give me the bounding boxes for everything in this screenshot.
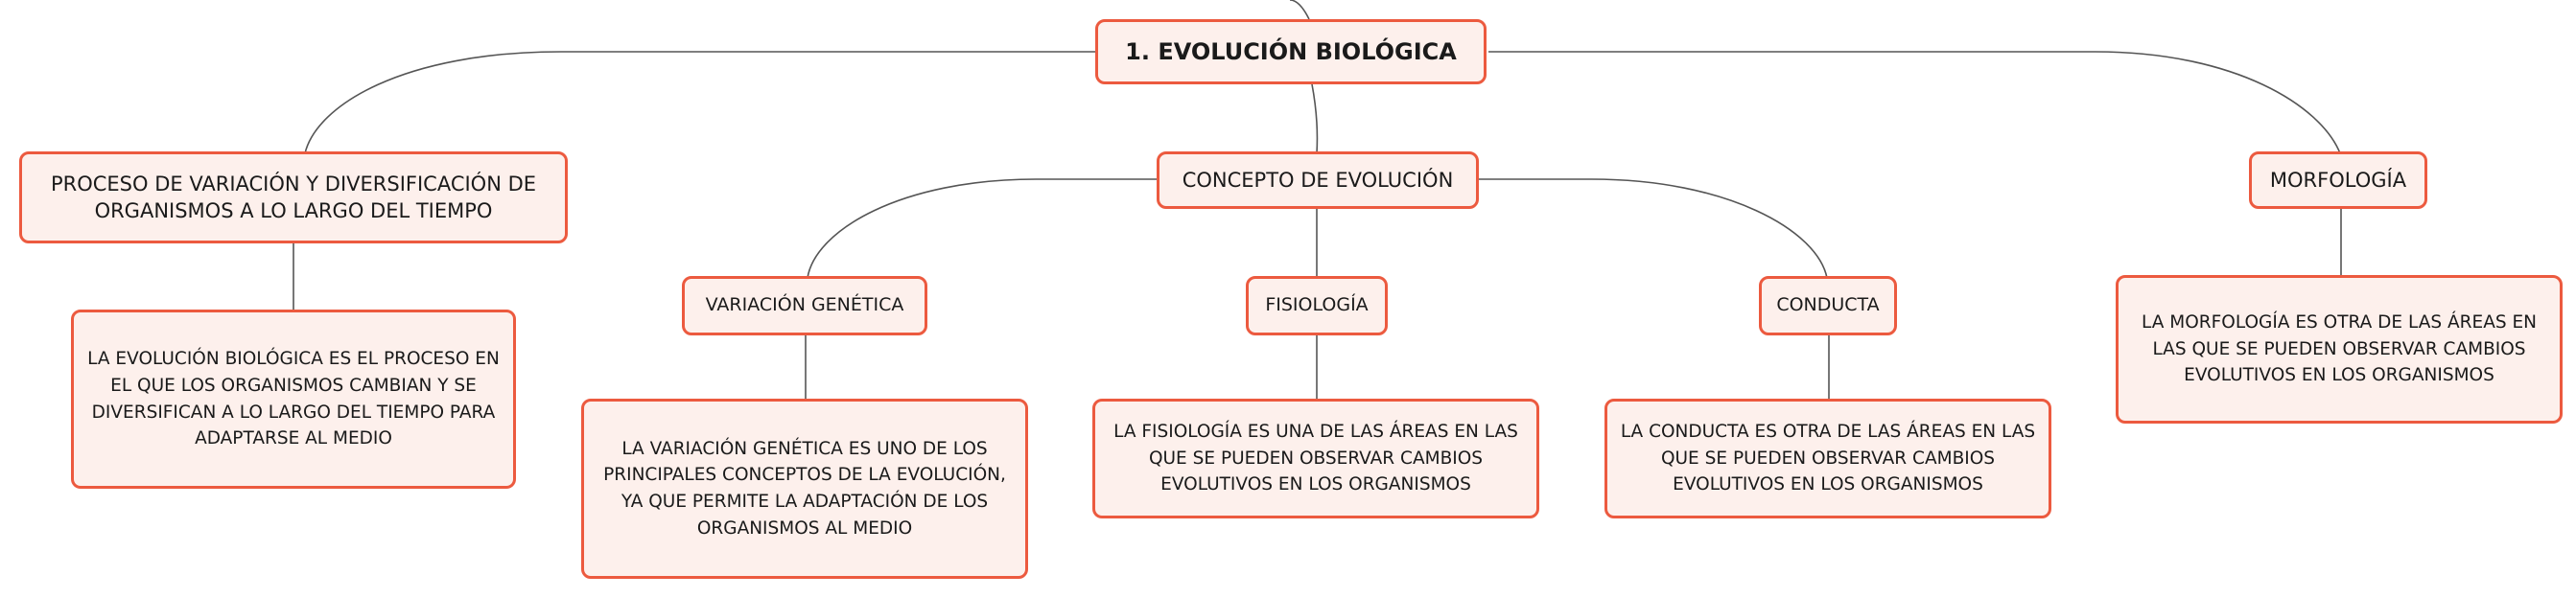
topic-morfologia[interactable]: MORFOLOGÍA [2249,151,2427,209]
subtopic-conducta[interactable]: CONDUCTA [1759,276,1897,335]
connector-root-proceso [304,51,1101,154]
connector-root-morfologia [1488,51,2341,154]
detail-variacion-genetica[interactable]: LA VARIACIÓN GENÉTICA ES UNO DE LOS PRIN… [581,399,1028,579]
connector-concepto-conducta [1477,178,1828,279]
subtopic-variacion-genetica[interactable]: VARIACIÓN GENÉTICA [682,276,927,335]
connector-root-concepto [1311,83,1319,154]
root-topic[interactable]: 1. EVOLUCIÓN BIOLÓGICA [1095,19,1487,84]
detail-morfologia[interactable]: LA MORFOLOGÍA ES OTRA DE LAS ÁREAS EN LA… [2116,275,2563,424]
topic-proceso[interactable]: PROCESO DE VARIACIÓN Y DIVERSIFICACIÓN D… [19,151,568,243]
detail-proceso[interactable]: LA EVOLUCIÓN BIOLÓGICA ES EL PROCESO EN … [71,310,516,489]
detail-conducta[interactable]: LA CONDUCTA ES OTRA DE LAS ÁREAS EN LAS … [1604,399,2051,518]
subtopic-fisiologia[interactable]: FISIOLOGÍA [1246,276,1388,335]
topic-concepto[interactable]: CONCEPTO DE EVOLUCIÓN [1157,151,1479,209]
connector-concepto-variacion [807,178,1159,279]
detail-fisiologia[interactable]: LA FISIOLOGÍA ES UNA DE LAS ÁREAS EN LAS… [1092,399,1539,518]
connector-root-top [1289,0,1310,20]
